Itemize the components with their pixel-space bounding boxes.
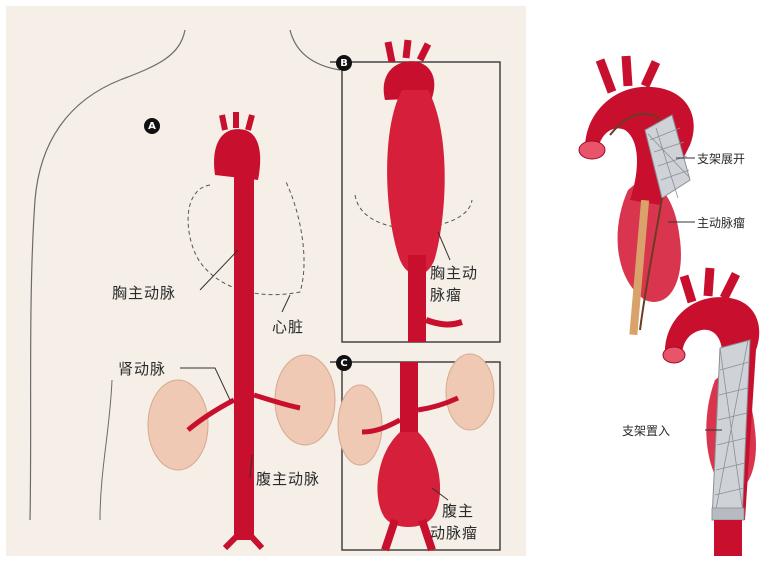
- arch-branches: [222, 112, 252, 130]
- arm-line: [100, 380, 112, 520]
- c-right-kidney: [446, 354, 494, 430]
- main-aorta: [234, 160, 254, 540]
- right-kidney: [275, 355, 335, 445]
- leader-thoracic: [200, 250, 238, 290]
- label-heart: 心脏: [272, 316, 304, 337]
- rb-branches: [684, 268, 736, 302]
- label-thoracic-aneurysm-2: 脉瘤: [430, 284, 462, 305]
- label-stent-placed: 支架置入: [622, 422, 670, 439]
- label-stent-deploy: 支架展开: [697, 150, 745, 167]
- rb-stent-bottom-band: [712, 508, 744, 520]
- c-left-kidney: [338, 385, 382, 465]
- label-thoracic-aneurysm-1: 胸主动: [430, 262, 478, 283]
- marker-c: C: [336, 355, 352, 371]
- label-abdominal-aorta: 腹主动脉: [256, 468, 320, 489]
- label-renal-artery: 肾动脉: [118, 358, 166, 379]
- label-abdominal-aneurysm-2: 动脉瘤: [430, 522, 478, 543]
- b-lower-aorta: [408, 255, 426, 342]
- rt-arch-opening: [579, 141, 605, 159]
- rb-lower-aorta: [714, 520, 742, 556]
- left-kidney: [148, 380, 208, 470]
- label-thoracic-aorta: 胸主动脉: [112, 282, 176, 303]
- marker-b: B: [336, 55, 352, 71]
- b-arch-branches: [388, 40, 428, 62]
- rt-branches: [600, 56, 656, 92]
- c-upper-aorta: [400, 362, 418, 437]
- rb-arch-opening: [663, 347, 685, 363]
- label-abdominal-aneurysm-1: 腹主: [442, 500, 474, 521]
- marker-a: A: [144, 118, 160, 134]
- leader-heart: [282, 295, 290, 312]
- label-aortic-aneurysm: 主动脉瘤: [697, 214, 745, 231]
